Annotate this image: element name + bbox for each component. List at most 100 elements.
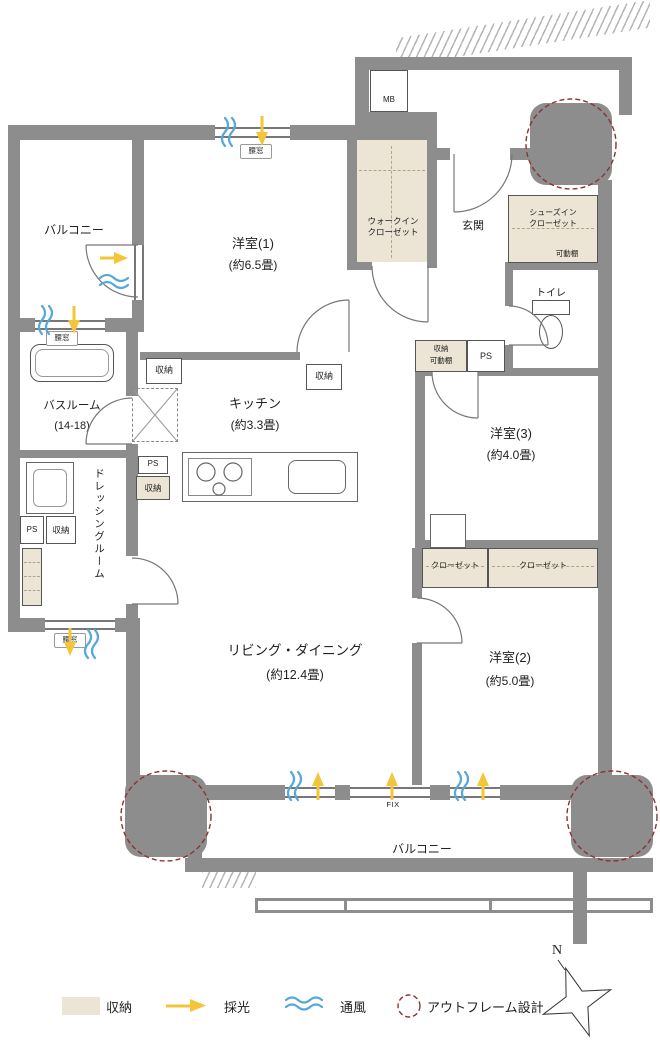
railing-post — [344, 898, 347, 913]
storage-box — [136, 476, 170, 500]
closet-left-area — [422, 548, 488, 588]
shoes-in-closet-area — [508, 195, 598, 263]
pipe-space-label: PS — [479, 351, 492, 361]
linen-shelf — [22, 548, 42, 606]
storage-box-label: 収納 可動棚 — [429, 344, 453, 365]
shelf-line — [24, 590, 40, 591]
pipe-space-box — [467, 340, 505, 372]
wall — [412, 548, 422, 598]
storage-label: 収納 — [314, 371, 333, 381]
waist-window-label: 腰窓 — [46, 331, 78, 346]
room-label-balcony-bottom: バルコニー — [392, 842, 452, 856]
legend-ventilation-label: 通風 — [340, 1000, 367, 1015]
wall — [355, 112, 437, 128]
wall — [8, 125, 215, 140]
wall — [505, 345, 513, 372]
room-label-room3-name: 洋室(3) — [490, 426, 532, 441]
duct-box — [430, 514, 466, 548]
outframe-pillar — [571, 775, 653, 857]
window — [450, 787, 500, 798]
storage-box — [146, 358, 182, 384]
room-label-toilet: トイレ — [536, 288, 566, 299]
room-label-kitchen-size: (約3.3畳) — [230, 418, 280, 432]
railing-post — [489, 898, 492, 913]
legend-daylight-label: 採光 — [224, 1000, 251, 1015]
pipe-space-label: PS — [26, 525, 38, 534]
room-label-room1-size: (約6.5畳) — [228, 258, 278, 272]
wall — [427, 140, 437, 268]
window — [215, 127, 290, 138]
washing-machine-inner — [33, 469, 67, 507]
wall — [505, 262, 598, 270]
window-fix — [350, 787, 430, 798]
pipe-space-box — [138, 456, 168, 474]
sic-shelf-label: 可動棚 — [555, 249, 579, 258]
legend-storage-swatch — [62, 997, 100, 1015]
shelf-line — [359, 170, 425, 171]
wall — [430, 785, 450, 800]
window — [134, 245, 144, 300]
toilet-tank — [532, 300, 570, 315]
room-label-dressing: ドレッシングルーム — [93, 468, 105, 581]
room-label-room3-size: (約4.0畳) — [486, 448, 536, 462]
room-label-living-size: (約12.4畳) — [266, 668, 324, 682]
window — [35, 320, 105, 330]
waist-window-label: 腰窓 — [54, 633, 86, 648]
wall — [8, 318, 35, 332]
wall — [185, 858, 653, 872]
wall — [132, 140, 144, 245]
legend-storage-label: 収納 — [106, 1000, 133, 1015]
wall — [126, 458, 138, 556]
room-label-sic: シューズイン クローゼット — [529, 208, 577, 228]
wall — [437, 148, 450, 160]
storage-box — [306, 364, 342, 390]
wall — [573, 872, 587, 944]
shelf-line — [492, 566, 594, 567]
wall — [335, 785, 350, 800]
wall — [355, 57, 632, 70]
storage-label: 収納 — [144, 483, 162, 493]
meter-box-label: MB — [383, 95, 395, 104]
wall — [415, 368, 425, 548]
stove — [188, 458, 252, 496]
refrigerator-space — [132, 388, 178, 442]
compass-north-label: N — [551, 943, 563, 958]
pipe-space-label: PS — [147, 459, 159, 468]
wall — [478, 368, 598, 376]
room-label-genkan: 玄関 — [462, 220, 484, 232]
walkin-closet-area — [357, 140, 427, 262]
wall — [619, 57, 632, 115]
room-label-kitchen-name: キッチン — [228, 396, 281, 411]
wall — [598, 180, 612, 800]
wall — [126, 604, 138, 618]
sink — [288, 460, 346, 494]
wall — [126, 618, 140, 785]
room-label-bath-size: (14-18) — [54, 420, 90, 432]
room-label-wic: ウォークイン クローゼット — [367, 216, 419, 238]
wall — [347, 262, 372, 270]
wall — [8, 618, 45, 632]
railing-post — [255, 898, 258, 913]
pipe-space-box — [20, 516, 44, 544]
room-label-bath-name: バスルーム — [43, 400, 101, 412]
shelf-line — [391, 146, 392, 258]
bathtub-inner — [35, 349, 109, 377]
wall — [415, 540, 598, 548]
wall — [290, 125, 437, 140]
wall — [20, 450, 126, 458]
shelf-line — [24, 576, 40, 577]
storage-box — [46, 516, 76, 544]
closet-right-area — [488, 548, 598, 588]
outframe-pillar — [125, 775, 207, 857]
wall — [126, 332, 138, 396]
shelf-line — [512, 228, 594, 229]
hatch-box-bottom — [202, 870, 256, 888]
shelf-line — [426, 566, 484, 567]
toilet-bowl — [539, 315, 563, 349]
wall — [412, 643, 422, 785]
outframe-pillar — [530, 103, 612, 185]
closet-label: クローゼット — [519, 561, 567, 570]
meter-box — [370, 70, 408, 112]
wall — [505, 270, 513, 306]
